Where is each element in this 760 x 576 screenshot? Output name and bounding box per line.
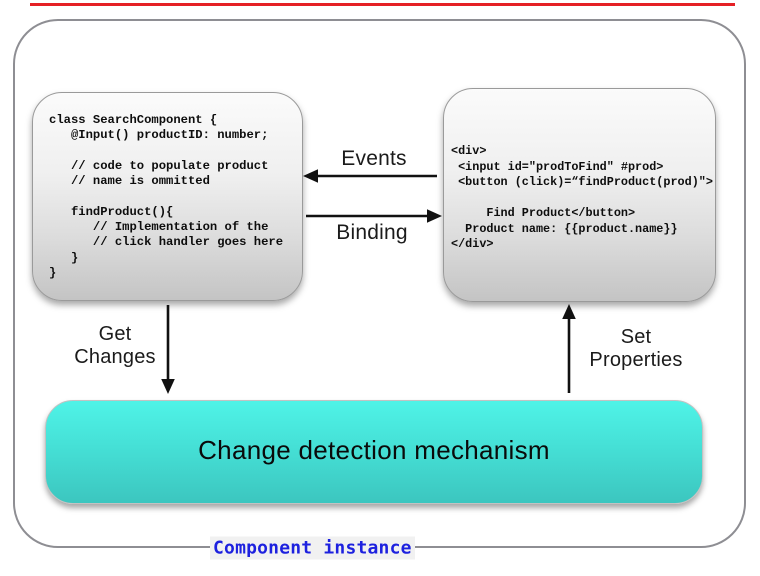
- template-code-box: <div> <input id="prodToFind" #prod> <but…: [443, 88, 716, 302]
- get-changes-label-line1: Get: [98, 323, 132, 345]
- change-detection-mechanism-box: Change detection mechanism: [45, 400, 703, 504]
- binding-arrow-label: Binding: [336, 221, 408, 244]
- set-properties-label-line2: Properties: [589, 349, 683, 371]
- get-changes-arrow-label: Get Changes: [60, 323, 170, 369]
- component-class-code-box: class SearchComponent { @Input() product…: [32, 92, 303, 301]
- top-accent-line: [30, 3, 735, 6]
- component-class-code: class SearchComponent { @Input() product…: [49, 113, 284, 280]
- events-arrow-label: Events: [341, 147, 407, 170]
- set-properties-arrow-label: Set Properties: [571, 326, 701, 372]
- set-properties-label-line1: Set: [620, 326, 652, 348]
- change-detection-mechanism-label: Change detection mechanism: [198, 434, 550, 465]
- component-instance-label: Component instance: [210, 536, 415, 560]
- template-code: <div> <input id="prodToFind" #prod> <but…: [451, 144, 713, 251]
- get-changes-label-line2: Changes: [74, 346, 156, 368]
